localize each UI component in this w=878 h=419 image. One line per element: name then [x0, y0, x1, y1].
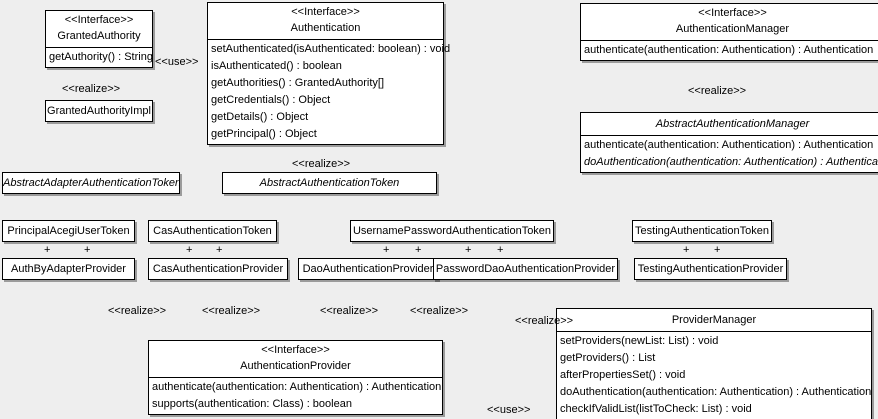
relation-label-realize-password-dao-authentication-provider: <<realize>> [410, 305, 469, 317]
stereotype-label: <<Interface>> [698, 7, 767, 19]
class-abstract-adapter-authentication-token[interactable]: AbstractAdapterAuthenticationToken [2, 172, 180, 194]
relation-label-use-provider-manager: <<use>> [487, 404, 531, 416]
operations-compartment: authenticate(authentication: Authenticat… [581, 136, 878, 172]
class-provider-manager[interactable]: ProviderManager setProviders(newList: Li… [556, 308, 872, 419]
stereotype-label: <<Interface>> [64, 14, 134, 26]
operation: getAuthority() : String [49, 51, 153, 63]
operation: checkIfValidList(listToCheck: List) : vo… [560, 403, 752, 415]
operations-compartment: setAuthenticated(isAuthenticated: boolea… [208, 40, 451, 144]
class-abstract-authentication-token[interactable]: AbstractAuthenticationToken [222, 172, 437, 194]
class-testing-authentication-token[interactable]: TestingAuthenticationToken [632, 220, 772, 242]
stereotype-label: <<Interface>> [261, 344, 330, 356]
stereotype-label: <<Interface>> [291, 6, 360, 18]
class-abstract-authentication-manager[interactable]: AbstractAuthenticationManager authentica… [580, 112, 878, 173]
operation: authenticate(authentication: Authenticat… [584, 139, 874, 151]
class-granted-authority[interactable]: <<Interface>> GrantedAuthority getAuthor… [45, 10, 153, 68]
class-cas-authentication-token[interactable]: CasAuthenticationToken [148, 220, 277, 242]
class-testing-authentication-provider[interactable]: TestingAuthenticationProvider [634, 258, 787, 280]
class-authentication-provider[interactable]: <<Interface>> AuthenticationProvider aut… [148, 340, 443, 415]
compartment-divider [581, 40, 878, 41]
class-cas-authentication-provider[interactable]: CasAuthenticationProvider [148, 258, 288, 280]
compartment-divider [46, 47, 152, 48]
operations-compartment: authenticate(authentication: Authenticat… [149, 378, 442, 414]
relation-label-realize-authentication: <<realize>> [292, 158, 351, 170]
class-principal-acegi-user-token[interactable]: PrincipalAcegiUserToken [2, 220, 135, 242]
compartment-divider [149, 377, 442, 378]
operation: setProviders(newList: List) : void [560, 335, 719, 347]
class-header: <<Interface>> AuthenticationManager [581, 4, 878, 40]
association-end-plus: + [216, 244, 223, 256]
compartment-divider [557, 331, 871, 332]
class-name: AuthenticationManager [675, 23, 790, 35]
association-end-plus: + [44, 244, 51, 256]
class-header: ProviderManager [557, 309, 871, 331]
operation: supports(authentication: Class) : boolea… [152, 398, 352, 410]
association-end-plus: + [383, 244, 390, 256]
association-end-plus: + [465, 244, 472, 256]
association-end-plus: + [497, 244, 504, 256]
relation-label-realize-auth-by-adapter-provider: <<realize>> [108, 305, 167, 317]
operation: authenticate(authentication: Authenticat… [584, 44, 874, 56]
class-password-dao-authentication-provider[interactable]: PasswordDaoAuthenticationProvider [433, 258, 618, 280]
operation: doAuthentication(authentication: Authent… [560, 386, 872, 398]
operation: getProviders() : List [560, 352, 656, 364]
class-header: AbstractAuthenticationManager [581, 113, 878, 135]
class-granted-authority-impl[interactable]: GrantedAuthorityImpl [45, 100, 153, 122]
class-name: ProviderManager [671, 314, 757, 326]
operations-compartment: getAuthority() : String [46, 48, 153, 67]
compartment-divider [208, 39, 443, 40]
class-name: Authentication [290, 22, 361, 34]
class-header: <<Interface>> GrantedAuthority [46, 11, 152, 47]
class-auth-by-adapter-provider[interactable]: AuthByAdapterProvider [2, 258, 135, 280]
class-username-password-authentication-token[interactable]: UsernamePasswordAuthenticationToken [350, 220, 554, 242]
operations-compartment: authenticate(authentication: Authenticat… [581, 41, 878, 60]
class-dao-authentication-provider[interactable]: DaoAuthenticationProvider [298, 258, 438, 280]
association-end-plus: + [186, 244, 193, 256]
operation: getCredentials() : Object [211, 94, 331, 106]
association-end-plus: + [683, 244, 690, 256]
association-end-plus: + [84, 244, 91, 256]
operation: setAuthenticated(isAuthenticated: boolea… [211, 43, 451, 55]
class-name: AbstractAuthenticationManager [655, 118, 810, 130]
class-authentication[interactable]: <<Interface>> Authentication setAuthenti… [207, 2, 451, 145]
relation-label-realize-testing-authentication-provider: <<realize>> [515, 315, 574, 327]
class-name: GrantedAuthority [57, 30, 141, 42]
relation-label-realize-granted-authority: <<realize>> [62, 83, 121, 95]
operation: getAuthorities() : GrantedAuthority[] [211, 77, 385, 89]
class-header: <<Interface>> Authentication [208, 3, 443, 39]
relation-label-realize-authentication-manager: <<realize>> [688, 85, 747, 97]
operation: getPrincipal() : Object [211, 128, 317, 140]
relation-label-use-granted-authority: <<use>> [155, 56, 199, 68]
class-header: <<Interface>> AuthenticationProvider [149, 341, 442, 377]
relation-label-realize-dao-authentication-provider: <<realize>> [320, 305, 379, 317]
association-end-plus: + [714, 244, 721, 256]
operation: doAuthentication(authentication: Authent… [584, 156, 878, 168]
operations-compartment: setProviders(newList: List) : void getPr… [557, 332, 871, 419]
class-authentication-manager[interactable]: <<Interface>> AuthenticationManager auth… [580, 3, 878, 61]
operation: isAuthenticated() : boolean [211, 60, 342, 72]
operation: afterPropertiesSet() : void [560, 369, 686, 381]
operation: getDetails() : Object [211, 111, 309, 123]
compartment-divider [581, 135, 878, 136]
association-end-plus: + [415, 244, 422, 256]
class-name: AuthenticationProvider [240, 360, 351, 372]
relation-label-realize-cas-authentication-provider: <<realize>> [202, 305, 261, 317]
operation: authenticate(authentication: Authenticat… [152, 381, 442, 393]
